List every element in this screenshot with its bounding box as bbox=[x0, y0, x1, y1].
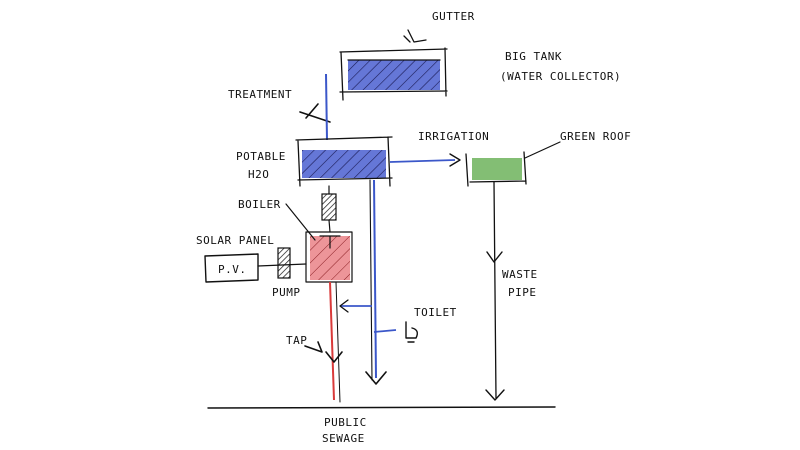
valve-icon bbox=[321, 193, 337, 221]
cold-riser bbox=[373, 179, 377, 379]
boiler-pointer bbox=[285, 203, 316, 241]
potable-tank bbox=[295, 136, 393, 187]
pipe-tank-to-potable bbox=[325, 73, 328, 141]
label-boiler: BOILER bbox=[238, 198, 281, 211]
irrigation-pipe bbox=[389, 159, 456, 163]
boiler bbox=[305, 231, 353, 283]
label-toilet: TOILET bbox=[414, 306, 457, 319]
green-roof-pointer bbox=[524, 141, 561, 159]
gutter-arrow bbox=[403, 29, 427, 43]
tap-icon bbox=[304, 341, 323, 353]
label-green-roof: GREEN ROOF bbox=[560, 130, 631, 143]
label-public-2: SEWAGE bbox=[322, 432, 365, 445]
label-potable-2: H2O bbox=[248, 168, 269, 181]
label-pump: PUMP bbox=[272, 286, 301, 299]
toilet-branch bbox=[373, 329, 397, 333]
pump-icon bbox=[277, 247, 291, 279]
tap-arrow-icon bbox=[325, 351, 343, 363]
label-treatment: TREATMENT bbox=[228, 88, 292, 101]
label-waste-1: WASTE bbox=[502, 268, 538, 281]
waste-pipe bbox=[493, 181, 497, 399]
big-tank bbox=[339, 47, 448, 101]
label-big-tank: BIG TANK bbox=[505, 50, 562, 63]
waste-arrow-icon bbox=[485, 251, 505, 401]
label-gutter: GUTTER bbox=[432, 10, 475, 23]
pv-panel bbox=[204, 253, 259, 283]
label-waste-2: PIPE bbox=[508, 286, 537, 299]
label-solar-panel: SOLAR PANEL bbox=[196, 234, 274, 247]
label-public-1: PUBLIC bbox=[324, 416, 367, 429]
ground-line bbox=[207, 406, 556, 409]
treatment-marker bbox=[299, 103, 331, 123]
cold-branch-arrow-icon bbox=[339, 299, 349, 313]
toilet-icon bbox=[405, 321, 419, 343]
label-pv: P.V. bbox=[218, 263, 247, 276]
cold-outfall-arrow-icon bbox=[365, 371, 387, 385]
label-water-collector: (WATER COLLECTOR) bbox=[500, 70, 621, 83]
label-potable-1: POTABLE bbox=[236, 150, 286, 163]
cold-riser-ink bbox=[369, 179, 373, 381]
hot-water-pipe-ink bbox=[335, 281, 341, 403]
green-roof bbox=[465, 151, 527, 187]
label-irrigation: IRRIGATION bbox=[418, 130, 489, 143]
label-tap: TAP bbox=[286, 334, 307, 347]
irrigation-arrow-icon bbox=[449, 153, 461, 167]
hot-water-pipe bbox=[329, 281, 335, 401]
